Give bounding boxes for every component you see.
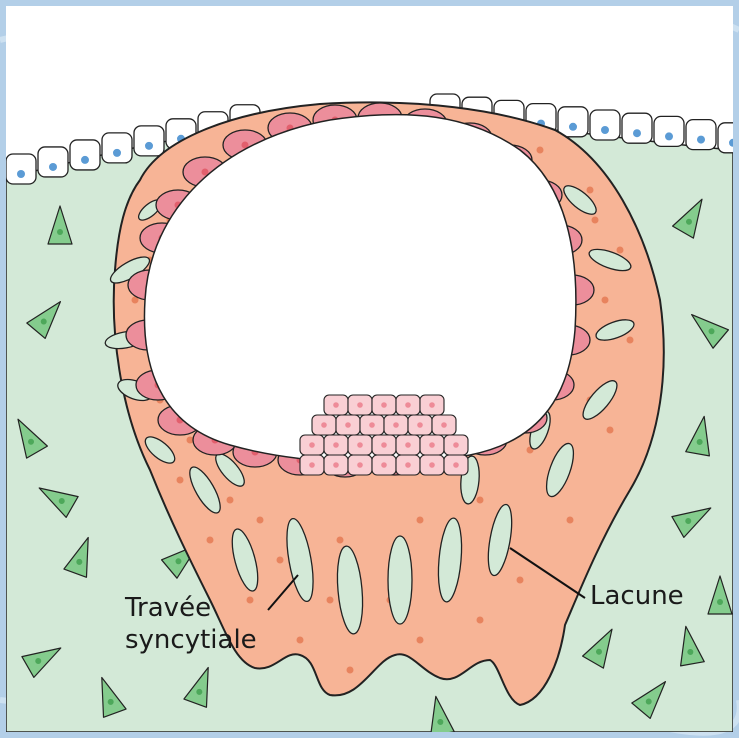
- lacune-label: Lacune: [590, 581, 684, 611]
- syncytial-nucleus: [257, 517, 264, 524]
- embryoblast-nucleus: [357, 462, 363, 468]
- epithelial-cell: [622, 113, 652, 143]
- epithelial-cell: [6, 154, 36, 184]
- epithelial-cell: [558, 107, 588, 137]
- embryoblast-nucleus: [333, 402, 339, 408]
- syncytial-nucleus: [587, 187, 594, 194]
- embryoblast-nucleus: [369, 422, 375, 428]
- syncytial-nucleus: [607, 427, 614, 434]
- epithelial-nucleus: [665, 132, 673, 140]
- epithelial-nucleus: [697, 136, 705, 144]
- syncytial-nucleus: [347, 667, 354, 674]
- epithelial-cell: [102, 133, 132, 163]
- epithelial-nucleus: [49, 163, 57, 171]
- embryoblast-nucleus: [453, 442, 459, 448]
- embryoblast-nucleus: [381, 402, 387, 408]
- epithelial-nucleus: [569, 123, 577, 131]
- epithelial-nucleus: [633, 129, 641, 137]
- syncytial-nucleus: [327, 597, 334, 604]
- epithelial-cell: [134, 126, 164, 156]
- syncytial-nucleus: [177, 477, 184, 484]
- embryoblast-nucleus: [429, 442, 435, 448]
- syncytial-nucleus: [337, 537, 344, 544]
- embryoblast: [300, 395, 468, 475]
- syncytial-nucleus: [602, 297, 609, 304]
- syncytial-nucleus: [567, 517, 574, 524]
- epithelial-cell: [590, 110, 620, 140]
- syncytial-nucleus: [477, 617, 484, 624]
- embryoblast-nucleus: [453, 462, 459, 468]
- embryoblast-nucleus: [321, 422, 327, 428]
- syncytial-nucleus: [627, 337, 634, 344]
- embryoblast-nucleus: [405, 462, 411, 468]
- embryoblast-nucleus: [405, 402, 411, 408]
- syncytial-nucleus: [477, 497, 484, 504]
- embryoblast-nucleus: [381, 462, 387, 468]
- epithelial-cell: [686, 120, 716, 150]
- embryoblast-nucleus: [357, 402, 363, 408]
- implantation-diagram: Travée syncytiale Lacune: [6, 6, 733, 732]
- embryoblast-nucleus: [417, 422, 423, 428]
- syncytial-nucleus: [247, 597, 254, 604]
- embryoblast-nucleus: [393, 422, 399, 428]
- epithelial-cell: [718, 123, 733, 153]
- embryoblast-nucleus: [429, 462, 435, 468]
- syncytial-nucleus: [227, 497, 234, 504]
- syncytial-nucleus: [617, 247, 624, 254]
- epithelial-nucleus: [17, 170, 25, 178]
- epithelial-nucleus: [81, 156, 89, 164]
- epithelial-cell: [38, 147, 68, 177]
- epithelial-cell: [70, 140, 100, 170]
- syncytial-nucleus: [277, 557, 284, 564]
- travee-label-line1: Travée: [124, 593, 211, 623]
- epithelial-nucleus: [145, 142, 153, 150]
- syncytial-nucleus: [417, 517, 424, 524]
- embryoblast-nucleus: [345, 422, 351, 428]
- epithelial-nucleus: [113, 149, 121, 157]
- embryoblast-nucleus: [309, 442, 315, 448]
- syncytial-nucleus: [537, 147, 544, 154]
- embryoblast-nucleus: [357, 442, 363, 448]
- epithelial-nucleus: [601, 126, 609, 134]
- syncytial-nucleus: [417, 637, 424, 644]
- lacuna: [388, 536, 412, 624]
- embryoblast-nucleus: [333, 442, 339, 448]
- travee-label-line2: syncytiale: [125, 625, 257, 655]
- syncytial-nucleus: [207, 537, 214, 544]
- epithelial-cell: [654, 116, 684, 146]
- embryoblast-nucleus: [333, 462, 339, 468]
- embryoblast-nucleus: [381, 442, 387, 448]
- embryoblast-nucleus: [441, 422, 447, 428]
- embryoblast-nucleus: [405, 442, 411, 448]
- embryoblast-nucleus: [309, 462, 315, 468]
- syncytial-nucleus: [592, 217, 599, 224]
- syncytial-nucleus: [517, 577, 524, 584]
- embryoblast-nucleus: [429, 402, 435, 408]
- syncytial-nucleus: [297, 637, 304, 644]
